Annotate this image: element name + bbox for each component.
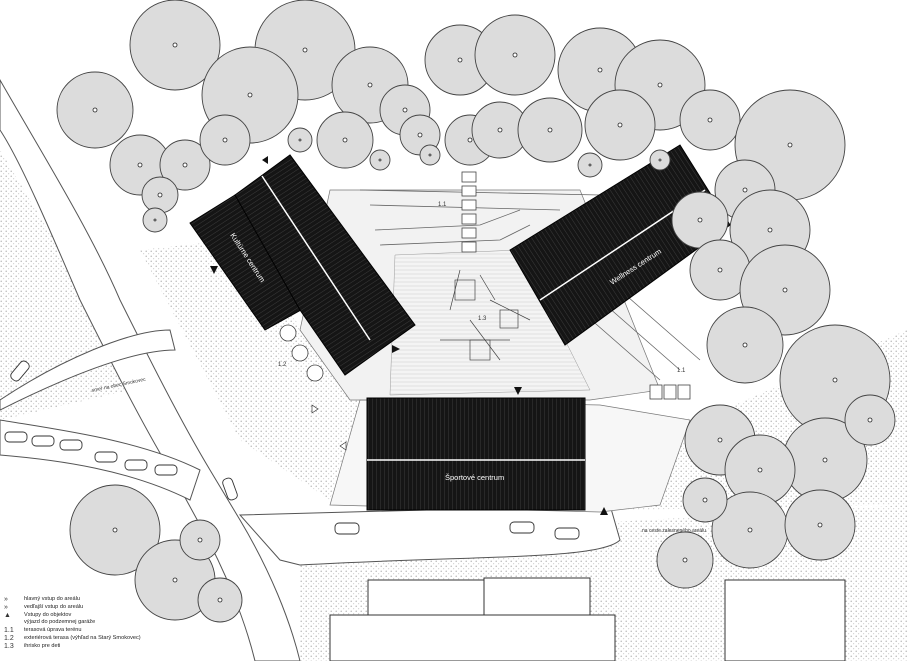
- tree-trunk-mark: [682, 557, 688, 563]
- tree-trunk-mark: [817, 522, 823, 528]
- legend-text: vedľajší vstup do areálu: [24, 603, 84, 610]
- tree-canopy: [56, 0, 896, 623]
- label-sportove: Športové centrum: [445, 473, 504, 482]
- tree-trunk-mark: [197, 537, 203, 543]
- label-terrace-d: 1.3: [478, 316, 487, 322]
- tree-trunk-mark: [217, 597, 223, 603]
- legend-text: hlavný vstup do areálu: [24, 596, 80, 602]
- tree-trunk-mark: [342, 137, 348, 143]
- legend-text: ihrisko pre deti: [24, 642, 61, 649]
- legend-item: 1.3 ihrisko pre deti: [4, 643, 234, 651]
- legend-symbol: 1.2: [4, 634, 14, 642]
- tree-trunk-mark: [137, 162, 143, 168]
- tree-trunk-mark: [172, 577, 178, 583]
- entrance-blocks: [461, 171, 691, 400]
- tree-trunk-mark: [822, 457, 828, 463]
- tree-trunk-mark: [832, 377, 838, 383]
- tree-trunk-mark: [182, 162, 188, 168]
- legend: » hlavný vstup do areálu » vedľajší vstu…: [4, 596, 234, 651]
- legend-symbol: 1.3: [4, 642, 14, 650]
- tree-trunk-mark: [547, 127, 553, 133]
- tree-trunk-mark: [787, 142, 793, 148]
- legend-item: 1.2 exteriérová terasa (výhľad na Starý …: [4, 635, 234, 643]
- tree-trunk-mark: [588, 163, 592, 167]
- legend-item: výjazd do podzemnej garáže: [4, 619, 234, 627]
- tree-trunk-mark: [742, 342, 748, 348]
- tree-trunk-mark: [747, 527, 753, 533]
- building-sportove: [366, 397, 586, 511]
- entrance-arrows: [210, 156, 608, 515]
- tree-trunk-mark: [497, 127, 503, 133]
- tree-trunk-mark: [302, 47, 308, 53]
- tree-trunk-mark: [717, 267, 723, 273]
- tree-trunk-mark: [597, 67, 603, 73]
- label-terrace-b: 1.1: [677, 368, 686, 374]
- tree-trunk-mark: [467, 137, 473, 143]
- tree-trunk-mark: [658, 158, 662, 162]
- legend-symbol: 1.1: [4, 627, 14, 635]
- tree-trunk-mark: [112, 527, 118, 533]
- tree-trunk-mark: [702, 497, 708, 503]
- tree-trunk-mark: [298, 138, 302, 142]
- legend-symbol: »: [4, 596, 8, 603]
- tree-trunk-mark: [367, 82, 373, 88]
- tree-trunk-mark: [247, 92, 253, 98]
- legend-text: terasová úprava terénu: [24, 627, 82, 634]
- legend-text: výjazd do podzemnej garáže: [24, 619, 96, 626]
- parked-cars: [4, 360, 580, 540]
- legend-symbol: »: [4, 603, 8, 611]
- tree-trunk-mark: [767, 227, 773, 233]
- tree-trunk-mark: [707, 117, 713, 123]
- tree-trunk-mark: [92, 107, 98, 113]
- tree-trunk-mark: [782, 287, 788, 293]
- legend-item: 1.1 terasová úprava terénu: [4, 627, 234, 635]
- tree-trunk-mark: [222, 137, 228, 143]
- tree-trunk-mark: [153, 218, 157, 222]
- terrace-tables: [279, 324, 324, 382]
- tree-trunk-mark: [697, 217, 703, 223]
- tree-trunk-mark: [657, 82, 663, 88]
- tree-trunk-mark: [157, 192, 163, 198]
- tree-trunk-mark: [402, 107, 408, 113]
- legend-item: » hlavný vstup do areálu: [4, 596, 234, 604]
- tree-trunk-mark: [742, 187, 748, 193]
- tree-trunk-mark: [867, 417, 873, 423]
- legend-text: exteriérová terasa (výhľad na Starý Smok…: [24, 634, 141, 641]
- label-terrace-c: 1.2: [278, 362, 287, 368]
- tree-trunk-mark: [717, 437, 723, 443]
- label-terrace-a: 1.1: [438, 202, 447, 208]
- label-road-right: na ceste zalesneného areálu: [642, 528, 706, 534]
- tree-trunk-mark: [428, 153, 432, 157]
- legend-item: » vedľajší vstup do areálu: [4, 604, 234, 612]
- road-network: [0, 78, 621, 661]
- tree-trunk-mark: [457, 57, 463, 63]
- neighbour-buildings: [329, 577, 846, 661]
- legend-symbol: ▲: [4, 611, 11, 619]
- tree-trunk-mark: [617, 122, 623, 128]
- legend-text: Vstupy do objektov: [24, 611, 72, 618]
- legend-item: ▲ Vstupy do objektov: [4, 612, 234, 620]
- tree-trunk-mark: [172, 42, 178, 48]
- building-kulturne: [189, 154, 416, 376]
- tree-trunk-mark: [512, 52, 518, 58]
- tree-trunk-mark: [757, 467, 763, 473]
- tree-trunk-mark: [378, 158, 382, 162]
- tree-trunk-mark: [417, 132, 423, 138]
- play-elements: [440, 269, 531, 361]
